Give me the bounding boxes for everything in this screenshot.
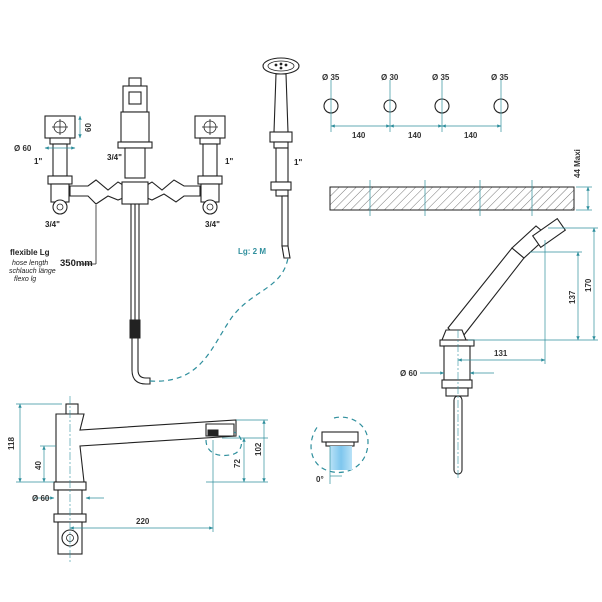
dim-deck-max: 44 Maxi [573,149,582,178]
label-left-outlet: 3/4" [45,220,60,229]
water-stream [330,446,352,470]
dim-shower-rise: 137 [568,290,577,304]
t-connector [121,181,149,205]
spout-side-view: 118 40 Ø 60 220 72 102 [7,396,268,562]
dim-spout-clearance: 72 [233,459,242,468]
three-hole-mixer-assembly: 1" 3/4" 1" 3/4" 3/4" Ø 60 60 flexible Lg… [9,77,289,385]
label-hose-fr: flexo lg [14,276,36,283]
dim-spacing-3: 140 [464,131,478,140]
dim-spout-base-height: 40 [34,461,43,470]
dim-shower-base-diameter: Ø 60 [400,369,418,378]
dim-spout-total-height: 118 [7,437,16,450]
dim-spout-outlet-height: 102 [254,442,263,456]
dim-spacing-1: 140 [352,131,366,140]
shower-side-head [531,217,567,249]
label-hose-en: hose length [12,260,48,267]
deck-section [329,186,575,211]
dim-shower-reach: 131 [494,349,508,358]
label-right-outlet: 3/4" [205,220,220,229]
center-spout-body [117,77,153,179]
dim-valve-height: 60 [84,123,93,132]
label-shower-size: 1" [294,158,302,167]
aerator-outlet [321,431,359,443]
dim-spout-diameter: Ø 60 [32,494,50,503]
hose-fitting [129,319,141,339]
label-left-valve-size: 1" [34,157,42,166]
dim-hole-2: Ø 30 [381,73,399,82]
dim-spout-reach: 220 [136,517,150,526]
shower-handle [273,73,289,133]
label-spout-inlet: 3/4" [107,153,122,162]
shower-side-handle [447,247,525,341]
dim-hole-4: Ø 35 [491,73,509,82]
shower-hose-dashed [149,257,289,382]
right-valve [194,115,226,215]
dim-shower-height: 170 [584,278,593,292]
dim-hole-1: Ø 35 [322,73,340,82]
label-flex-length: 350mm [60,258,93,269]
spout-outlet-detail [205,431,243,457]
label-flexible: flexible Lg [10,248,50,257]
dim-hole-3: Ø 35 [432,73,450,82]
label-right-valve-size: 1" [225,157,233,166]
dim-valve-diameter: Ø 60 [14,144,32,153]
label-hose-length: Lg: 2 M [238,247,266,256]
dim-jet-angle: 0° [316,475,324,484]
dim-spacing-2: 140 [408,131,422,140]
deck-hole-layout: Ø 35 Ø 30 Ø 35 Ø 35 140 140 140 44 Maxi [322,73,592,216]
left-valve [44,115,76,215]
label-hose-de: schlauch länge [9,268,56,275]
shower-side-view: 170 137 131 Ø 60 [400,217,598,478]
spout-knob [65,403,79,415]
water-jet-detail: 0° [310,416,369,484]
hand-shower-holder: 1" Lg: 2 M [238,57,302,259]
